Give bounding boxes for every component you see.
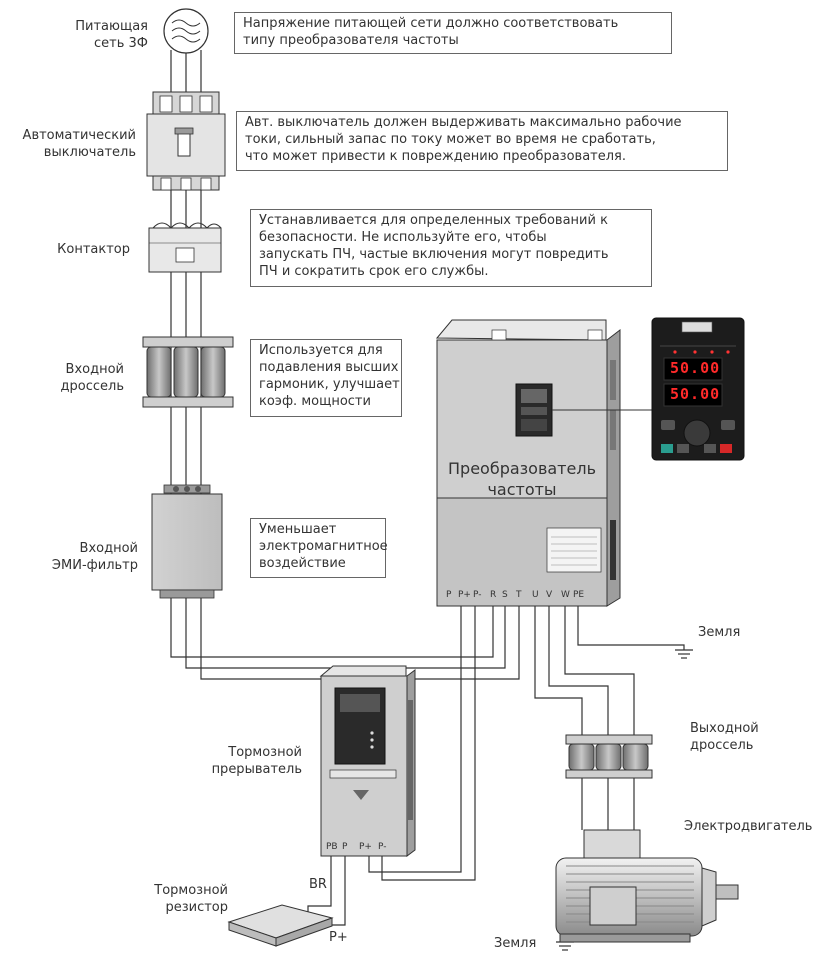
keypad-enlarged [651, 317, 745, 461]
vfd-terminal-u: U [532, 590, 539, 600]
contactor [148, 222, 222, 273]
wire-dc-p-plus [368, 605, 462, 873]
wire-w [564, 605, 635, 743]
p-plus-label: P+ [329, 930, 348, 945]
wire-v [548, 605, 609, 743]
contactor-label: Контактор [57, 242, 130, 257]
vfd-terminal-s: S [502, 590, 508, 600]
ground-symbol-motor [556, 941, 574, 951]
ground-symbol-vfd [675, 649, 693, 659]
keypad-display-bottom: 50.00 [670, 385, 721, 403]
wire-pb [307, 855, 332, 912]
vfd-terminal-p-plus: P+ [458, 590, 471, 600]
br-label: BR [309, 877, 327, 892]
wire-dc-p-minus [381, 605, 476, 881]
chopper-terminal-p-minus: P- [378, 842, 387, 852]
motor [555, 829, 739, 943]
ground-label-motor: Земля [494, 936, 537, 951]
output-reactor [565, 734, 653, 779]
brake-chopper [319, 665, 416, 857]
chopper-terminal-p: P [342, 842, 348, 852]
ground-label-vfd: Земля [698, 625, 741, 640]
vfd-terminal-p: P [446, 590, 452, 600]
circuit-breaker [146, 91, 226, 191]
wire-pe [577, 605, 685, 650]
wire-u [534, 605, 583, 743]
vfd-terminal-t: T [516, 590, 522, 600]
wire-to-r [170, 598, 494, 658]
motor-label: Электродвигатель [684, 819, 813, 834]
breaker-note: Авт. выключатель должен выдерживать макс… [236, 111, 728, 171]
emi-filter [151, 484, 223, 599]
vfd-terminal-v: V [546, 590, 553, 600]
supply-symbol [163, 8, 209, 54]
vfd-terminal-pe: PE [573, 590, 585, 600]
chopper-terminal-pb: PB [326, 842, 338, 852]
supply-note: Напряжение питающей сети должно соответс… [234, 12, 672, 54]
vfd-terminal-w: W [561, 590, 570, 600]
vfd-unit [435, 319, 621, 607]
chopper-terminal-p-plus: P+ [359, 842, 372, 852]
contactor-note: Устанавливается для определенных требова… [250, 209, 652, 287]
keypad-display-top: 50.00 [670, 359, 721, 377]
vfd-terminal-p-minus: P- [473, 590, 482, 600]
vfd-terminal-r: R [490, 590, 497, 600]
input-reactor [142, 336, 234, 408]
brake-resistor [227, 904, 334, 947]
